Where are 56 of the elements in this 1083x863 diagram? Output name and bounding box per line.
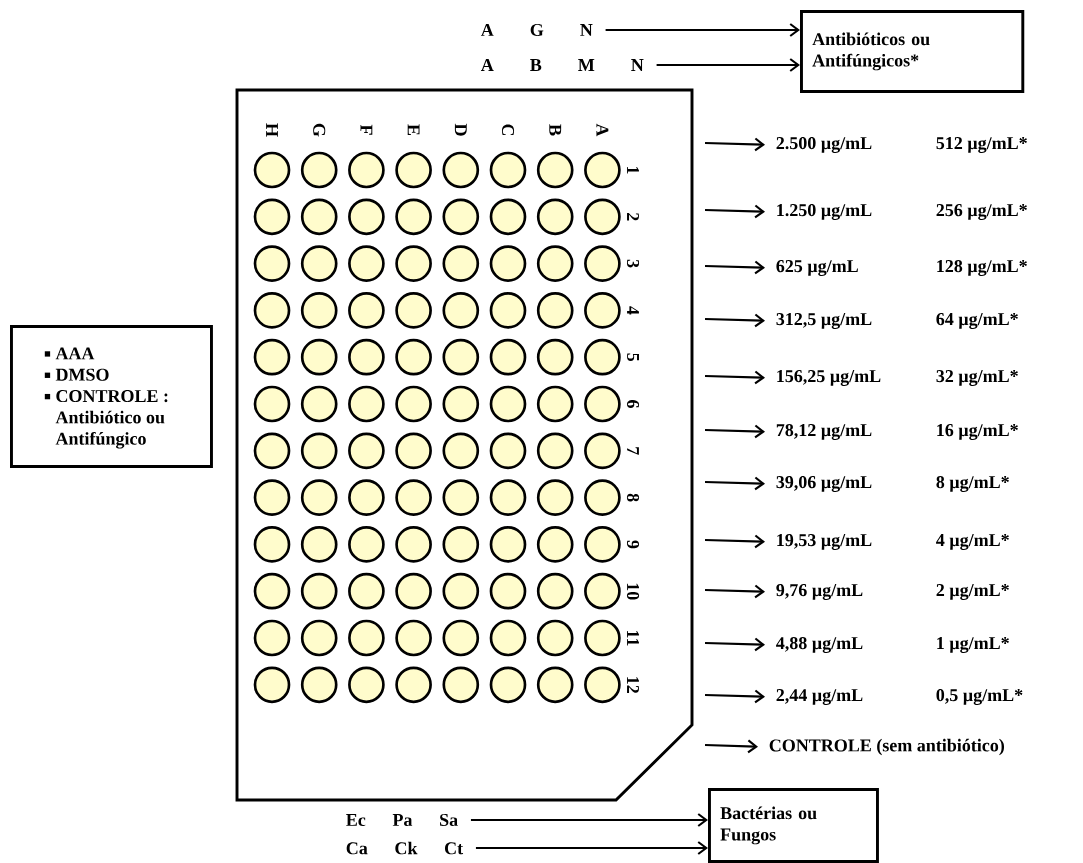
arrow [704, 260, 765, 275]
code-letters: A B M N [480, 59, 644, 71]
column-letter: C [501, 124, 515, 136]
row-number: 7 [627, 447, 639, 455]
column-letter: G [313, 123, 326, 137]
label-box: Bactérias ou Fungos [708, 788, 879, 863]
row-number: 12 [627, 677, 639, 694]
label-box: Antibióticos ou Antifúngicos* [800, 10, 1025, 93]
code-letters: Ca Ck Ct [346, 841, 464, 855]
arrow [704, 370, 765, 385]
column-letter: F [360, 124, 373, 135]
concentration-label: 78,12 µg/mL 16 µg/mL* [776, 424, 1018, 440]
legend-box: AAA DMSO CONTROLE : Antibiótico ou Antifúngico [10, 325, 213, 468]
row-number: 3 [626, 259, 640, 268]
arrow [789, 23, 800, 37]
concentration-label: 312,5 µg/mL 64 µg/mL* [776, 313, 1018, 329]
row-number: 9 [626, 540, 640, 549]
concentration-label: 4,88 µg/mL 1 µg/mL* [776, 637, 1009, 653]
concentration-label: 2,44 µg/mL 0,5 µg/mL* [776, 689, 1023, 705]
arrow [704, 137, 765, 152]
concentration-label: 2.500 µg/mL 512 µg/mL* [776, 137, 1027, 153]
arrow [704, 476, 765, 491]
code-letters: Ec Pa Sa [346, 813, 458, 827]
row-number: 1 [627, 166, 639, 174]
concentration-label: 156,25 µg/mL 32 µg/mL* [777, 370, 1018, 386]
arrow [789, 58, 800, 72]
column-letter: B [549, 124, 562, 136]
concentration-label: 9,76 µg/mL 2 µg/mL* [776, 584, 1009, 600]
arrow [704, 689, 765, 704]
arrow [704, 637, 765, 652]
arrow [697, 841, 708, 855]
column-letter: D [454, 123, 467, 136]
arrow [697, 813, 708, 827]
concentration-label: 19,53 µg/mL 4 µg/mL* [777, 534, 1009, 550]
arrow [704, 584, 765, 599]
code-letters: A G N [480, 23, 593, 37]
arrow [704, 204, 765, 219]
row-number: 11 [627, 630, 639, 646]
row-number: 8 [626, 493, 640, 502]
arrow [704, 739, 758, 754]
arrow [704, 313, 765, 328]
well-plate [235, 88, 694, 802]
control-label: CONTROLE (sem antibiótico) [769, 738, 1004, 756]
concentration-label: 39,06 µg/mL 8 µg/mL* [776, 476, 1009, 492]
row-number: 5 [627, 353, 639, 362]
column-letter: H [266, 123, 278, 137]
arrow [704, 424, 765, 439]
column-letter: A [596, 123, 609, 137]
column-letter: E [407, 124, 420, 136]
row-number: 2 [627, 213, 639, 221]
concentration-label: 625 µg/mL 128 µg/mL* [776, 260, 1027, 276]
concentration-label: 1.250 µg/mL 256 µg/mL* [777, 204, 1027, 220]
row-number: 10 [626, 583, 640, 600]
row-number: 6 [626, 400, 640, 408]
arrow [704, 534, 765, 549]
row-number: 4 [627, 306, 639, 315]
